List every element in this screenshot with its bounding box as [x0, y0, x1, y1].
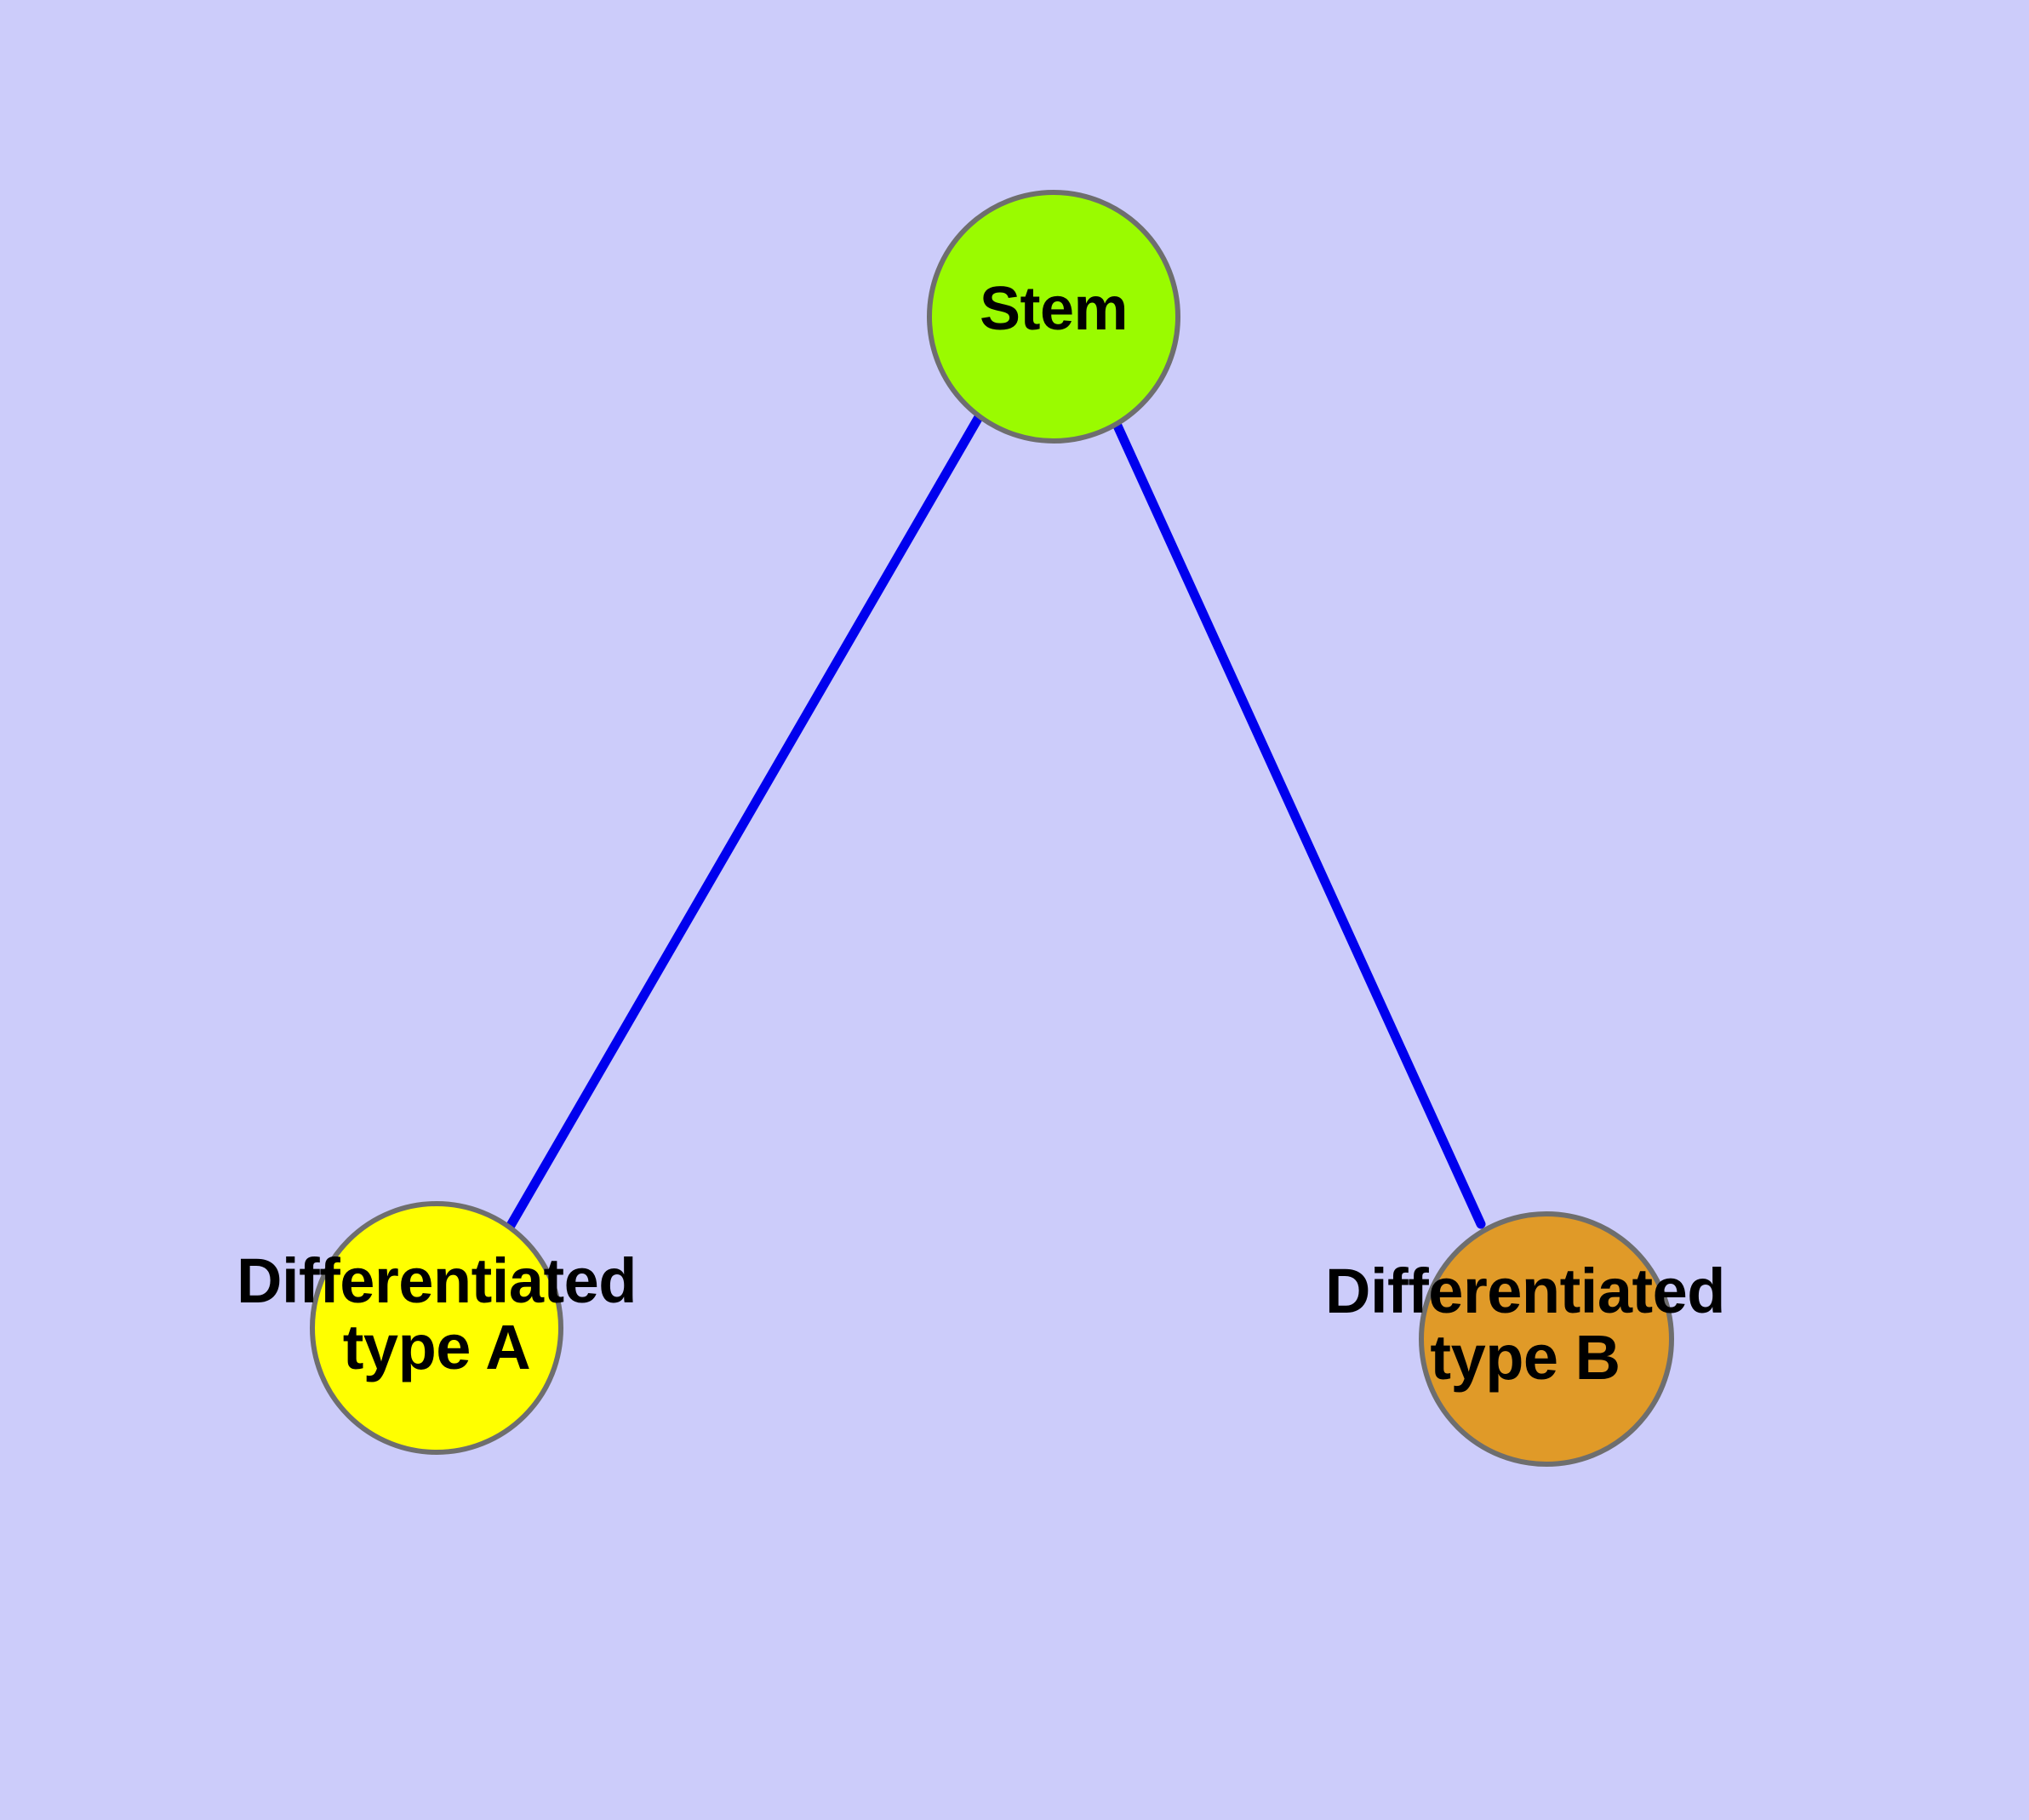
edge-layer: [504, 412, 1486, 1233]
node-differentiated-type-b[interactable]: [1419, 1211, 1674, 1467]
node-differentiated-type-a[interactable]: [310, 1201, 563, 1455]
edge-stem-to-diffB[interactable]: [1112, 419, 1486, 1229]
edge-stem-to-diffA[interactable]: [504, 412, 984, 1233]
node-layer: [310, 190, 1674, 1467]
node-stem[interactable]: [927, 190, 1180, 444]
